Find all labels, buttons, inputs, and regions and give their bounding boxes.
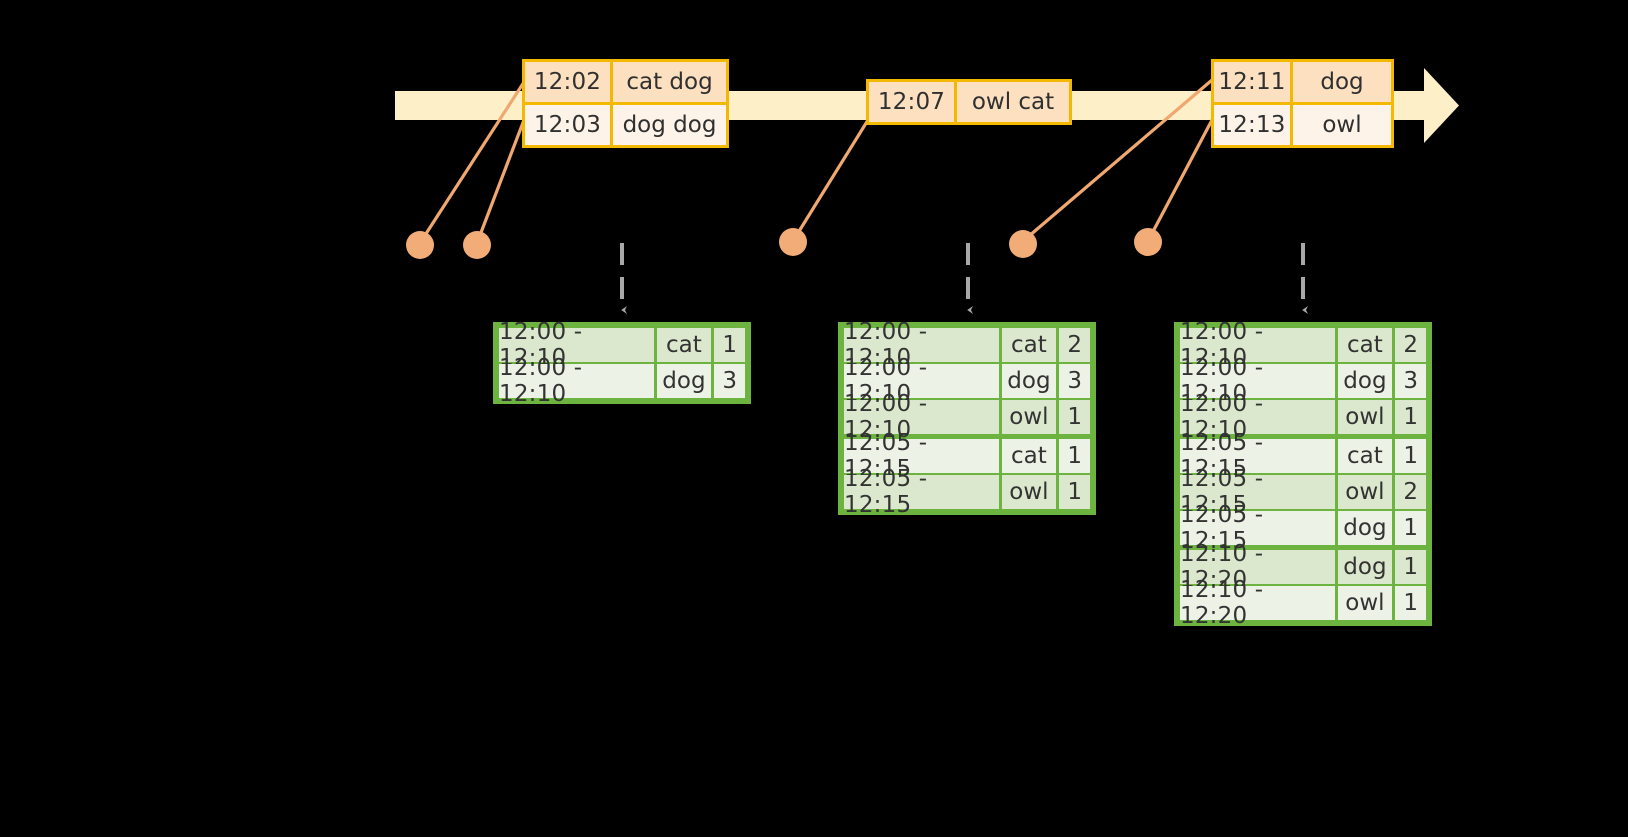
cell-count: 1: [1395, 400, 1426, 434]
connector-5: [1146, 119, 1214, 242]
event-value: dog: [1320, 69, 1364, 95]
event-time: 12:03: [525, 105, 613, 145]
event-value: cat dog: [626, 69, 713, 95]
cell-word: cat: [1337, 439, 1393, 473]
cell-count: 1: [1395, 550, 1426, 584]
cell-count: 1: [1395, 511, 1426, 545]
cell-window: 12:05 - 12:15: [1180, 466, 1335, 518]
connector-2: [475, 119, 526, 244]
cell-count: 3: [1395, 364, 1426, 398]
cell-word: cat: [1337, 328, 1393, 362]
cell-window: 12:00 - 12:10: [844, 391, 999, 443]
cell-word: owl: [1337, 475, 1393, 509]
event-row[interactable]: 12:07 owl cat: [869, 82, 1069, 122]
event-time: 12:02: [525, 62, 613, 102]
cell-word: dog: [1337, 550, 1393, 584]
event-row[interactable]: 12:11 dog: [1214, 62, 1391, 102]
marker-dot-5: [1134, 228, 1162, 256]
event-time: 12:13: [1214, 105, 1293, 145]
event-row[interactable]: 12:13 owl: [1214, 102, 1391, 145]
cell-window: 12:10 - 12:20: [1180, 577, 1335, 629]
event-value: dog dog: [622, 112, 717, 138]
cell-word: owl: [1337, 586, 1393, 620]
cell-window: 12:00 - 12:10: [1180, 355, 1335, 407]
marker-dot-4: [1009, 230, 1037, 258]
cell-word: dog: [1337, 511, 1393, 545]
trigger-arrows: [620, 243, 1308, 315]
cell-count: 3: [714, 364, 745, 398]
cell-window: 12:05 - 12:15: [1180, 502, 1335, 554]
cell-word: cat: [656, 328, 712, 362]
event-time: 12:07: [869, 82, 957, 122]
cell-word: dog: [656, 364, 712, 398]
cell-word: owl: [1001, 475, 1057, 509]
cell-count: 1: [1395, 586, 1426, 620]
event-group-3[interactable]: 12:11 dog 12:13 owl: [1211, 59, 1394, 148]
cell-word: dog: [1337, 364, 1393, 398]
cell-window: 12:10 - 12:20: [1180, 541, 1335, 593]
cell-count: 3: [1059, 364, 1090, 398]
cell-window: 12:00 - 12:10: [844, 319, 999, 371]
connector-3: [791, 119, 870, 242]
event-value: owl cat: [971, 89, 1055, 115]
event-value: owl: [1322, 112, 1362, 138]
cell-count: 2: [1395, 475, 1426, 509]
cell-word: owl: [1001, 400, 1057, 434]
cell-word: cat: [1001, 328, 1057, 362]
cell-window: 12:05 - 12:15: [844, 466, 999, 518]
event-row[interactable]: 12:03 dog dog: [525, 102, 726, 145]
event-group-1[interactable]: 12:02 cat dog 12:03 dog dog: [522, 59, 729, 148]
cell-count: 2: [1059, 328, 1090, 362]
cell-count: 1: [714, 328, 745, 362]
cell-window: 12:00 - 12:10: [499, 355, 654, 407]
cell-word: owl: [1337, 400, 1393, 434]
cell-count: 2: [1395, 328, 1426, 362]
event-row[interactable]: 12:02 cat dog: [525, 62, 726, 102]
cell-word: dog: [1001, 364, 1057, 398]
marker-dot-2: [463, 231, 491, 259]
event-time: 12:11: [1214, 62, 1293, 102]
event-dots: [406, 228, 1162, 259]
marker-dot-3: [779, 228, 807, 256]
cell-count: 1: [1395, 439, 1426, 473]
connector-1: [418, 81, 526, 244]
cell-word: cat: [1001, 439, 1057, 473]
cell-window: 12:00 - 12:10: [844, 355, 999, 407]
marker-dot-1: [406, 231, 434, 259]
cell-count: 1: [1059, 475, 1090, 509]
event-group-2[interactable]: 12:07 owl cat: [866, 79, 1072, 125]
cell-count: 1: [1059, 400, 1090, 434]
cell-count: 1: [1059, 439, 1090, 473]
cell-window: 12:00 - 12:10: [1180, 391, 1335, 443]
